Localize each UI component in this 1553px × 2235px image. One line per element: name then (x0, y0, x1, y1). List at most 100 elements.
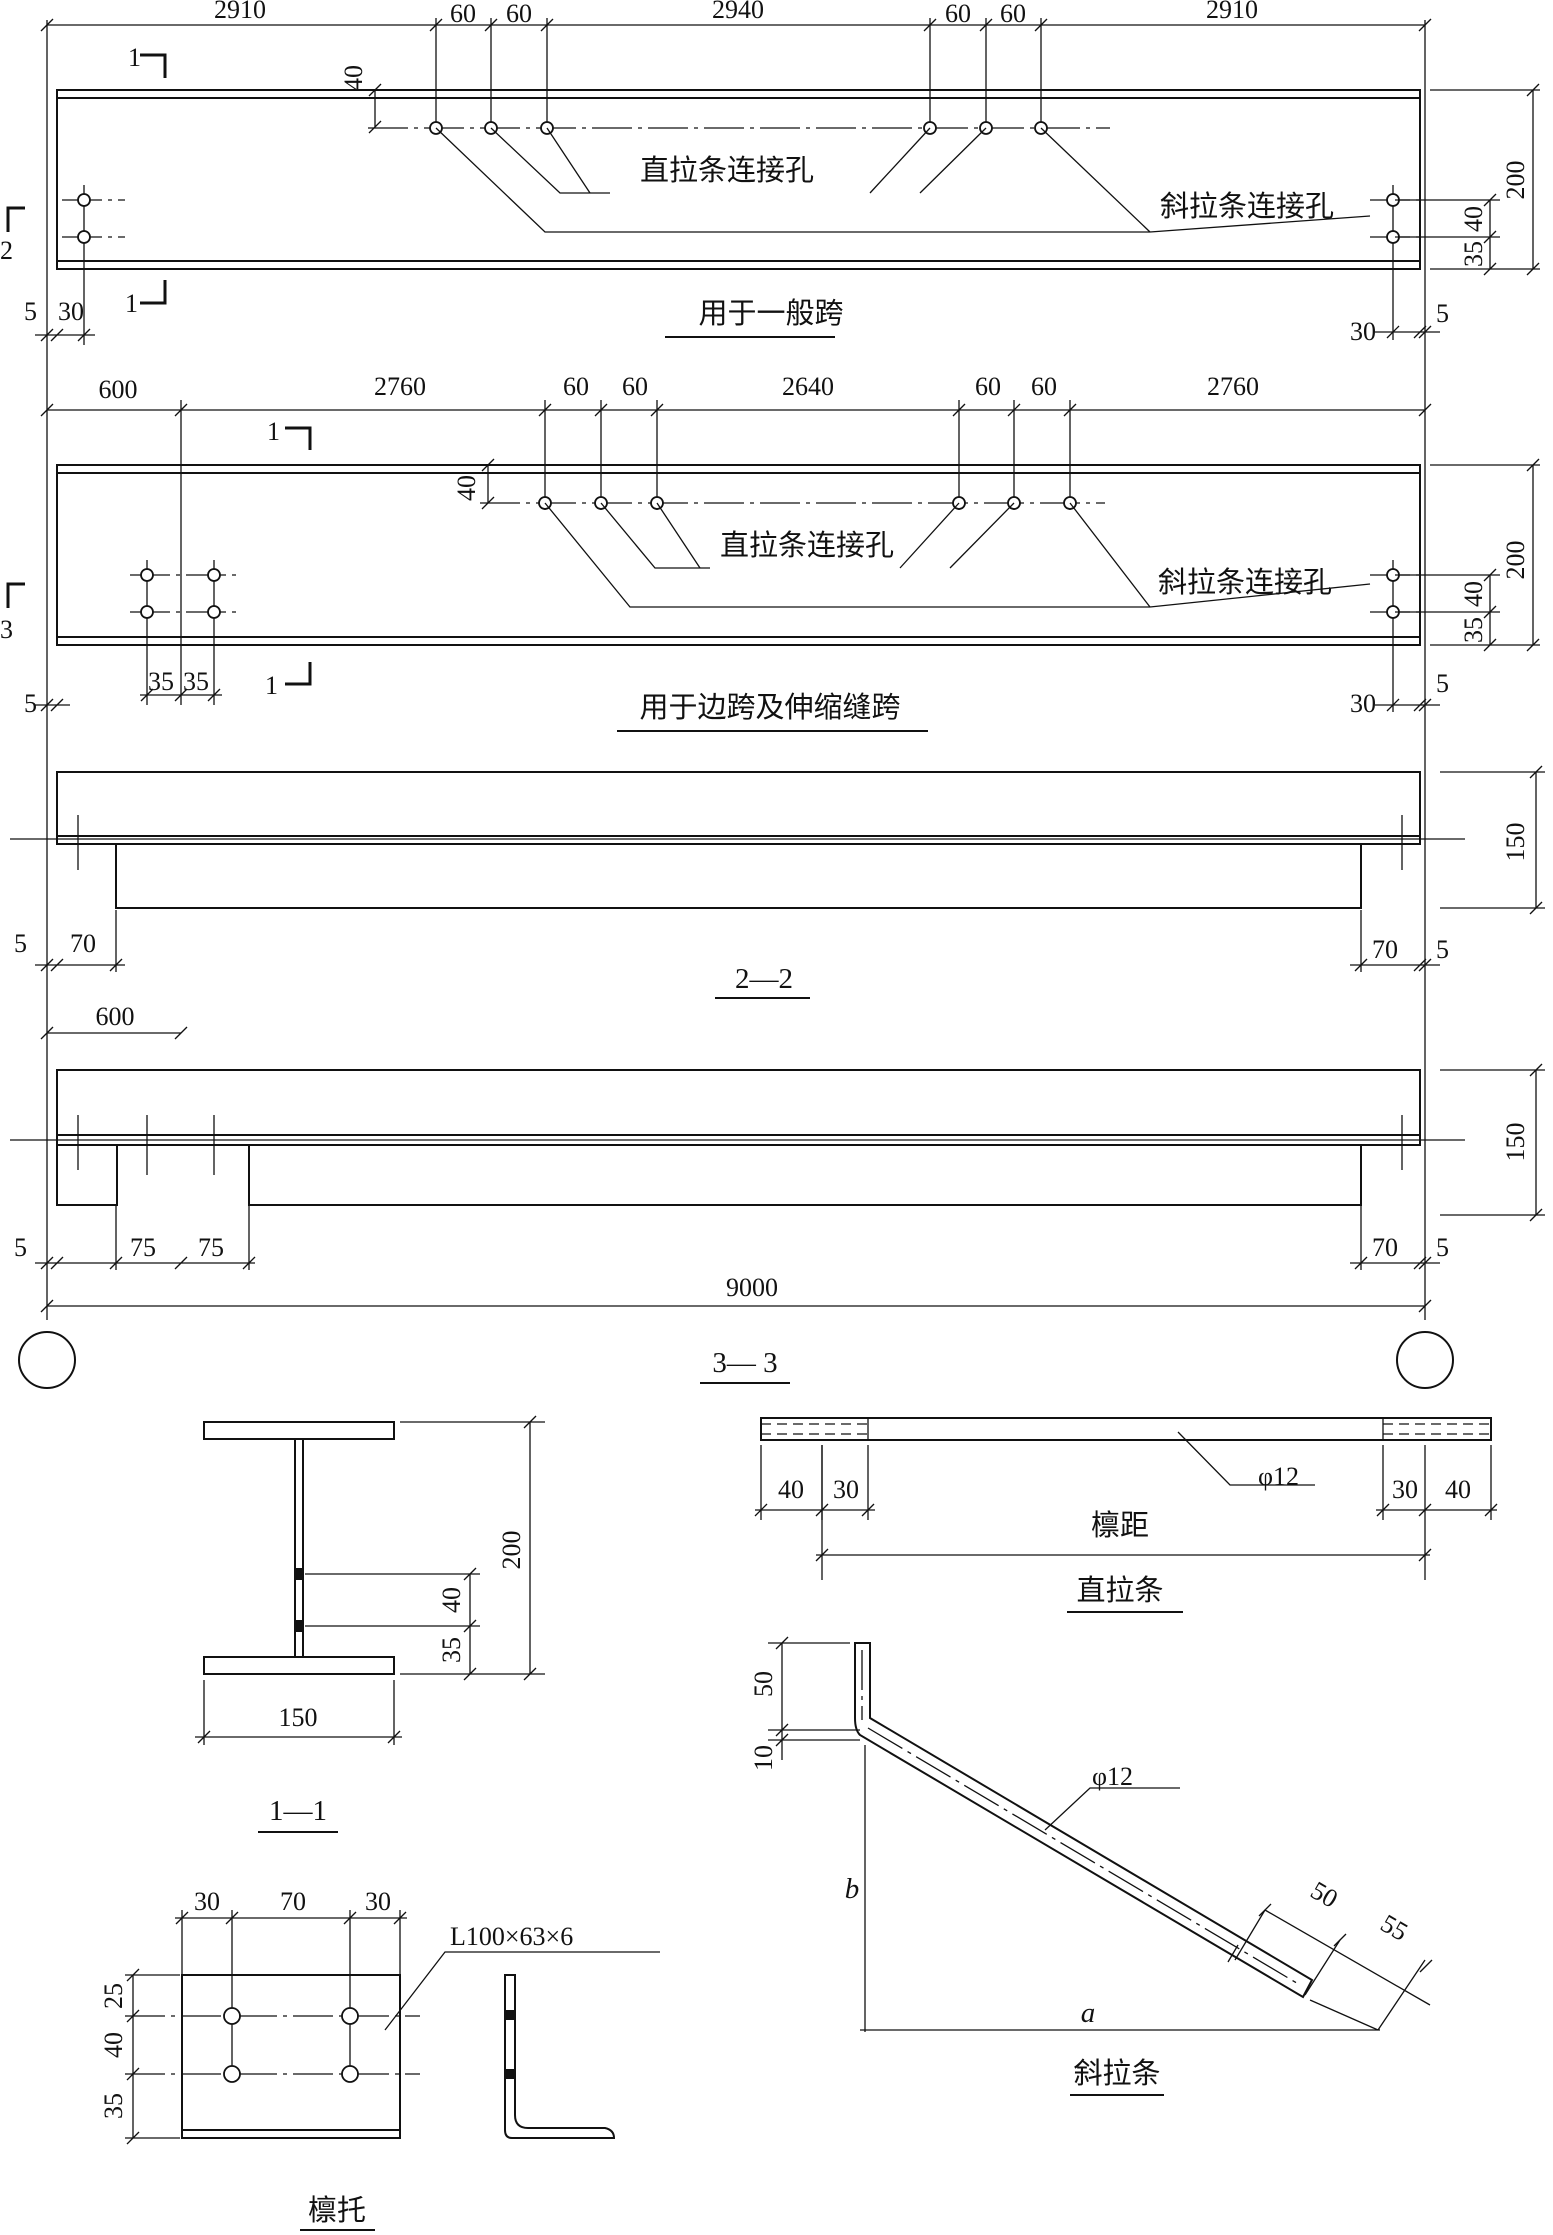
dim-60-g: 60 (975, 372, 1001, 401)
label-b: b (845, 1873, 860, 1905)
diagonal-tie-body (854, 1642, 1314, 1999)
label-purlin-spacing: 檩距 (1091, 1509, 1149, 1542)
section-2-2: 150 5 70 70 5 2—2 (10, 765, 1545, 999)
hole (77, 193, 91, 207)
bottom-flange-1-1 (203, 1656, 395, 1675)
dim-75-b: 75 (198, 1233, 224, 1262)
dim-30-bracket-a: 30 (194, 1887, 220, 1916)
dim-5-left-b: 5 (24, 689, 37, 718)
purlin-general-elevation: 2910 60 60 2940 60 60 2910 1 1 2 40 (0, 0, 1540, 346)
caption-diagonal-tie: 斜拉条 (1073, 2057, 1160, 2090)
dim-200-b: 200 (1501, 541, 1530, 580)
section-1-1: 200 40 35 150 1—1 (195, 1415, 545, 1833)
caption-section-1-1: 1—1 (269, 1795, 327, 1827)
diagonal-tie-rod: 50 10 φ12 50 55 b a 斜拉条 (749, 1636, 1433, 2096)
dim-60-b: 60 (506, 0, 532, 28)
dim-25-bracket: 25 (99, 1983, 128, 2009)
dim-30-right: 30 (1350, 317, 1376, 346)
bottom-flange-2-2 (115, 843, 1362, 909)
straight-tie-body (760, 1417, 1492, 1441)
dim-60-a: 60 (450, 0, 476, 28)
dim-40-b: 40 (452, 475, 481, 501)
section-mark-2: 2 (0, 236, 13, 265)
bottom-flange-3-3-main (248, 1144, 1362, 1206)
hole (140, 605, 154, 619)
bolt-hole (223, 2065, 241, 2083)
dim-60-e: 60 (563, 372, 589, 401)
dim-35-a: 35 (148, 667, 174, 696)
dim-70-right-b: 70 (1372, 1233, 1398, 1262)
caption-section-2-2: 2—2 (735, 963, 793, 995)
dim-70-left: 70 (70, 929, 96, 958)
label-a: a (1081, 1997, 1096, 2029)
caption-section-3-3: 3— 3 (712, 1347, 777, 1379)
dim-5-right: 5 (1436, 299, 1449, 328)
dim-5-right-b: 5 (1436, 669, 1449, 698)
diameter-diagonal-tie: φ12 (1092, 1762, 1133, 1791)
bolt-hole (223, 2007, 241, 2025)
dim-40-bracket: 40 (99, 2032, 128, 2058)
dim-9000: 9000 (726, 1273, 778, 1302)
dim-40-c: 40 (437, 1587, 466, 1613)
axis-bubble-right (1396, 1331, 1454, 1389)
dim-5-left-d: 5 (14, 1233, 27, 1262)
dim-600-b: 600 (96, 1002, 135, 1031)
label-diagonal-tie-hole: 斜拉条连接孔 (1160, 190, 1334, 223)
caption-straight-tie: 直拉条 (1076, 1574, 1163, 1607)
hole (207, 605, 221, 619)
dim-5-right-c: 5 (1436, 935, 1449, 964)
axis-bubble-left (18, 1331, 76, 1389)
label-straight-tie-hole: 直拉条连接孔 (640, 154, 814, 187)
dim-200: 200 (1501, 161, 1530, 200)
dim-60-c: 60 (945, 0, 971, 28)
dim-10-diag: 10 (749, 1745, 778, 1771)
dim-2640: 2640 (782, 372, 834, 401)
dim-2910-left: 2910 (214, 0, 266, 24)
purlin-bracket: 30 70 30 25 40 35 L100×63×6 檩托 (99, 1887, 660, 2231)
angle-hole-mark (504, 2069, 516, 2079)
section-mark-1-top: 1 (128, 43, 141, 72)
dim-70-bracket: 70 (280, 1887, 306, 1916)
caption-edge-span: 用于边跨及伸缩缝跨 (639, 691, 900, 724)
bolt-hole (341, 2065, 359, 2083)
dim-50b-diag: 50 (1306, 1876, 1343, 1914)
dim-40-right-b: 40 (1459, 581, 1488, 607)
section-mark-3: 3 (0, 615, 13, 644)
hole (207, 568, 221, 582)
dim-2760-left: 2760 (374, 372, 426, 401)
dim-55-diag: 55 (1376, 1909, 1413, 1947)
dim-2940: 2940 (712, 0, 764, 24)
top-flange-1-1 (203, 1421, 395, 1440)
bottom-flange-3-3-left (56, 1144, 118, 1206)
dim-40-tie-left: 40 (778, 1475, 804, 1504)
dim-30-tie-right: 30 (1392, 1475, 1418, 1504)
dim-35-bracket: 35 (99, 2093, 128, 2119)
angle-hole-mark (504, 2010, 516, 2020)
dim-30-left: 30 (58, 297, 84, 326)
dim-60-h: 60 (1031, 372, 1057, 401)
section-3-3: 600 150 5 75 75 70 5 (10, 1002, 1545, 1389)
dim-35-b: 35 (183, 667, 209, 696)
diameter-straight-tie: φ12 (1258, 1462, 1299, 1491)
bolt-hole (341, 2007, 359, 2025)
dim-150-c: 150 (279, 1703, 318, 1732)
purlin-beam-edge (56, 464, 1421, 646)
dim-30-right-b: 30 (1350, 689, 1376, 718)
hole (77, 230, 91, 244)
dim-2760-right: 2760 (1207, 372, 1259, 401)
hole (140, 568, 154, 582)
dim-40: 40 (339, 65, 368, 91)
caption-purlin-bracket: 檩托 (308, 2194, 366, 2227)
dim-35-right-b: 35 (1459, 617, 1488, 643)
dim-35-c: 35 (437, 1637, 466, 1663)
web-hole-mark (294, 1568, 304, 1580)
web-hole-mark (294, 1620, 304, 1632)
top-flange-3-3 (56, 1069, 1421, 1146)
dim-5-left: 5 (24, 297, 37, 326)
section-mark-1-bottom-b: 1 (265, 671, 278, 700)
dim-150: 150 (1501, 823, 1530, 862)
dim-60-f: 60 (622, 372, 648, 401)
dim-75-a: 75 (130, 1233, 156, 1262)
angle-spec: L100×63×6 (450, 1922, 573, 1951)
section-mark-1-bottom: 1 (125, 289, 138, 318)
